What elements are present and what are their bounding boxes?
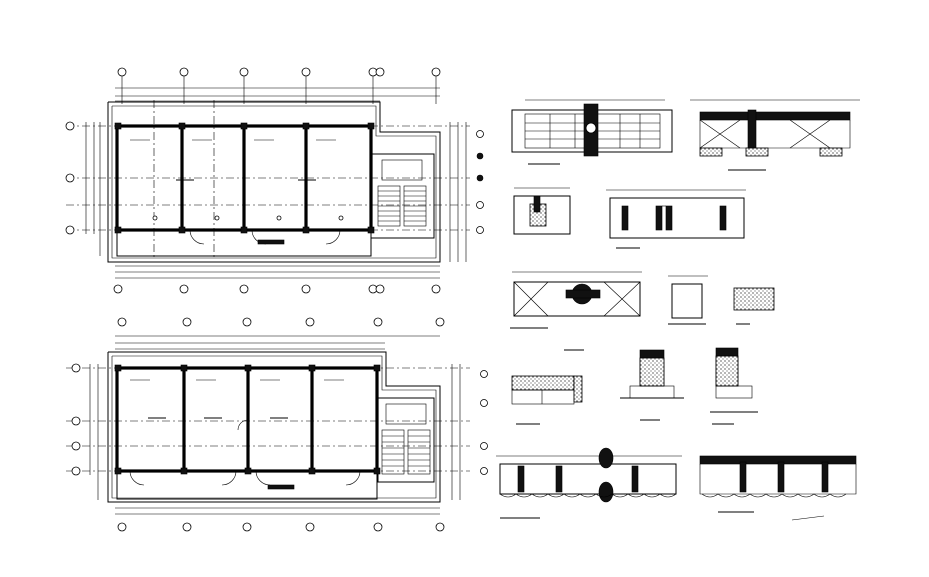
detail-footing-1 [620, 349, 684, 421]
plan2-staircase [381, 403, 431, 475]
plan2-left-axis [71, 363, 99, 500]
plan1-columns [114, 122, 375, 234]
plan1-top-axis-bubbles [117, 67, 441, 77]
plan1-room-tags [130, 139, 344, 245]
detail-foundation-section-1 [496, 447, 682, 519]
plan2-top-dimensions [115, 335, 440, 350]
plan1-staircase [377, 159, 427, 227]
detail-beam-plan-1 [511, 99, 673, 165]
detail-foundation-section-2 [699, 455, 857, 521]
plan2-columns [114, 364, 381, 475]
plan1-top-dimensions [115, 76, 440, 104]
detail-beam-plan-2 [606, 189, 746, 249]
plan2-top-axis-bubbles [117, 317, 445, 327]
detail-column-box [668, 275, 708, 325]
plan2-bottom-dimensions [115, 507, 445, 532]
plan2-walls [115, 366, 435, 500]
detail-lintel-section [733, 287, 775, 325]
plan1-right-axis [449, 122, 484, 262]
plan2-outline [107, 351, 441, 503]
section-details [496, 99, 860, 521]
floor-plan-upper [65, 67, 484, 294]
plan2-doors [129, 419, 361, 486]
detail-footing-2 [710, 347, 758, 425]
plan2-room-tags [130, 379, 344, 490]
plan1-outline [107, 101, 441, 263]
plan1-left-axis [65, 121, 101, 256]
detail-slab-section [511, 349, 584, 425]
plan2-right-axis [451, 364, 488, 500]
detail-beam-elevation [510, 271, 642, 329]
plan1-bottom-dimensions [113, 265, 441, 294]
detail-footing-small [513, 187, 571, 235]
plan2-grid-lines [66, 367, 470, 472]
detail-beam-section-1 [690, 99, 860, 171]
floor-plan-lower [66, 317, 488, 532]
